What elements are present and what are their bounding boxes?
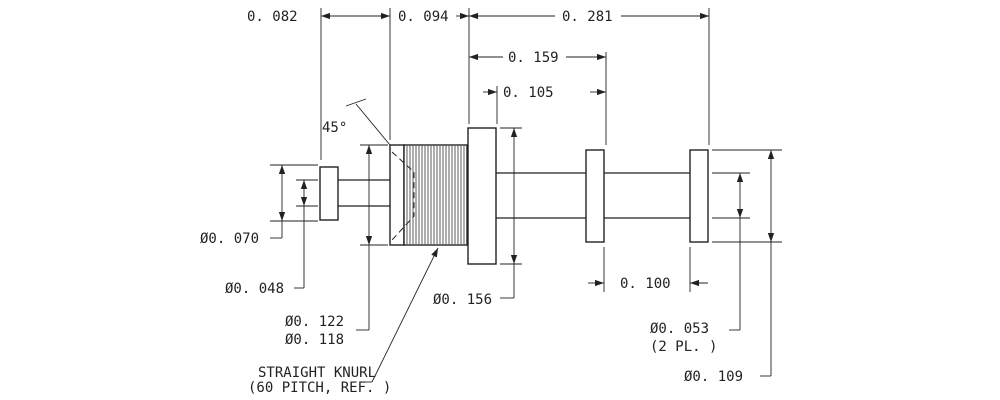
- dimension-0100: 0. 100: [588, 276, 708, 292]
- dimension-dia-0048: Ø0. 048: [225, 180, 308, 297]
- angle-text: 45°: [322, 120, 347, 136]
- dim-0159-text: 0. 159: [508, 50, 559, 66]
- groove-disc-1: [585, 149, 605, 243]
- dim-dia-0118-text: Ø0. 118: [285, 332, 344, 348]
- knurled-body: [403, 144, 468, 246]
- dimension-dia-0109: Ø0. 109: [684, 150, 775, 385]
- extension-lines: [270, 8, 782, 292]
- knurl-leader: STRAIGHT KNURL (60 PITCH, REF. ): [248, 247, 439, 396]
- dim-dia-0109-text: Ø0. 109: [684, 369, 743, 385]
- dimension-0094: 0. 094: [398, 9, 469, 25]
- end-pin: [319, 166, 339, 221]
- dimension-0082: 0. 082: [247, 9, 390, 25]
- dimension-0159: 0. 159: [469, 50, 606, 66]
- dimension-0281: 0. 281: [469, 9, 709, 25]
- dim-0082-text: 0. 082: [247, 9, 298, 25]
- dimension-dia-0070: Ø0. 070: [200, 165, 286, 247]
- dim-dia-0070-text: Ø0. 070: [200, 231, 259, 247]
- dim-2pl-note: (2 PL. ): [650, 339, 717, 355]
- angle-callout: 45°: [322, 98, 391, 146]
- flange: [467, 127, 497, 265]
- knurl-pattern: [406, 146, 465, 244]
- chamfer-collar: [389, 144, 405, 246]
- knurl-note-line2: (60 PITCH, REF. ): [248, 380, 391, 396]
- dim-0281-text: 0. 281: [562, 9, 613, 25]
- dim-dia-0156-text: Ø0. 156: [433, 292, 492, 308]
- groove-disc-2: [689, 149, 709, 243]
- dimension-dia-0053: Ø0. 053 (2 PL. ): [650, 173, 744, 355]
- dimension-dia-0156: Ø0. 156: [433, 128, 518, 308]
- hidden-chamfer: [391, 151, 415, 241]
- dim-0105-text: 0. 105: [503, 85, 554, 101]
- dimension-0105: 0. 105: [483, 85, 606, 101]
- dimension-dia-0122: Ø0. 122 Ø0. 118: [285, 145, 373, 348]
- dim-0100-text: 0. 100: [620, 276, 671, 292]
- dim-dia-0053-text: Ø0. 053: [650, 321, 709, 337]
- dim-0094-text: 0. 094: [398, 9, 449, 25]
- knurl-note-line1: STRAIGHT KNURL: [258, 365, 376, 381]
- dim-dia-0048-text: Ø0. 048: [225, 281, 284, 297]
- dim-dia-0122-text: Ø0. 122: [285, 314, 344, 330]
